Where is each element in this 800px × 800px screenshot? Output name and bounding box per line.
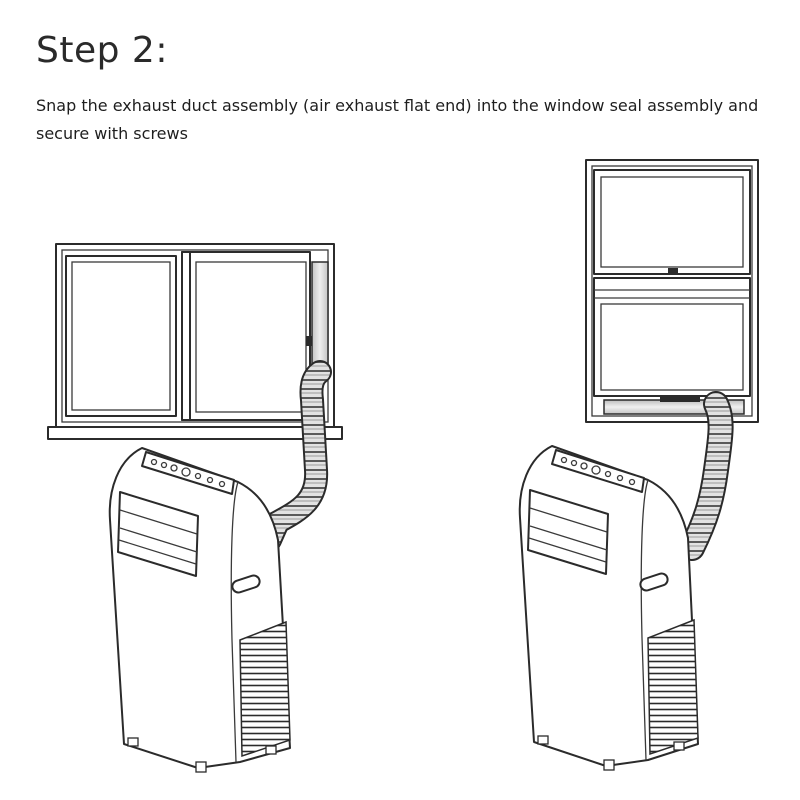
step-description: Snap the exhaust duct assembly (air exha… xyxy=(36,96,759,143)
side-handle xyxy=(231,574,261,594)
exhaust-duct-left xyxy=(258,360,332,552)
step-title: Step 2: xyxy=(36,30,168,71)
front-vent xyxy=(527,489,609,575)
control-buttons xyxy=(560,456,636,486)
front-vent xyxy=(117,491,199,577)
side-grill xyxy=(239,620,291,758)
control-buttons xyxy=(150,458,226,488)
side-grill xyxy=(647,618,699,756)
exhaust-duct-right xyxy=(679,391,734,561)
air-conditioner-right xyxy=(518,445,699,771)
sliding-window xyxy=(47,243,343,440)
hung-window xyxy=(585,159,759,423)
air-conditioner-left xyxy=(108,447,291,773)
side-handle xyxy=(639,572,669,592)
